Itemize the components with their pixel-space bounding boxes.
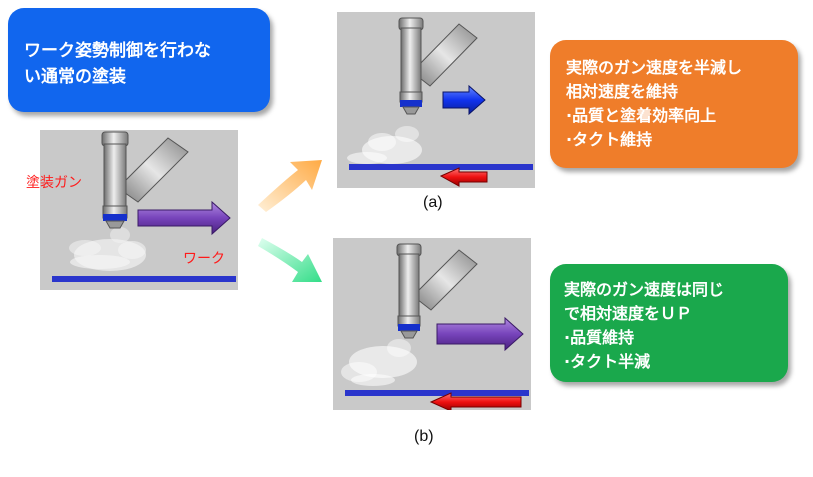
- work-motion-arrow: [429, 392, 522, 410]
- panel-b-line-3: ·品質維持: [564, 328, 635, 347]
- normal-painting-panel: [40, 130, 238, 290]
- panel-a-caption: (a): [423, 194, 443, 211]
- title-callout: ワーク姿勢制御を行わな い通常の塗装: [8, 8, 270, 112]
- workpiece-bar-icon: [345, 390, 529, 396]
- workpiece-label: ワーク: [183, 251, 225, 267]
- workpiece-bar-icon: [52, 276, 236, 282]
- flow-arrow-to-b: [258, 238, 322, 282]
- panel-a: [337, 12, 535, 188]
- panel-a-line-1: 実際のガン速度を半減し: [566, 58, 743, 77]
- panel-b-line-2: で相対速度をＵＰ: [564, 304, 693, 323]
- spray-gun-label: 塗装ガン: [26, 175, 82, 191]
- paint-mist-icon: [69, 227, 146, 271]
- work-motion-arrow: [439, 167, 488, 187]
- title-line-2: い通常の塗装: [24, 67, 126, 87]
- spray-gun-icon: [398, 17, 424, 115]
- panel-a-line-2: 相対速度を維持: [566, 82, 679, 101]
- workpiece-bar-icon: [349, 164, 533, 170]
- panel-a-line-3: ·品質と塗着効率向上: [566, 106, 717, 125]
- title-line-1: ワーク姿勢制御を行わな: [24, 41, 211, 61]
- gun-motion-arrow: [137, 200, 231, 236]
- panel-b: [333, 238, 531, 410]
- panel-b-callout: 実際のガン速度は同じ で相対速度をＵＰ ·品質維持 ·タクト半減: [550, 264, 788, 382]
- flow-arrow-to-a: [258, 160, 322, 212]
- spray-gun-icon: [396, 243, 422, 339]
- gun-motion-arrow: [442, 84, 486, 116]
- panel-b-line-1: 実際のガン速度は同じ: [564, 280, 725, 299]
- panel-a-callout: 実際のガン速度を半減し 相対速度を維持 ·品質と塗着効率向上 ·タクト維持: [550, 40, 798, 168]
- panel-b-caption: (b): [414, 428, 434, 445]
- paint-mist-icon: [341, 339, 417, 386]
- spray-gun-icon: [101, 131, 129, 229]
- panel-a-line-4: ·タクト維持: [566, 130, 653, 149]
- gun-motion-arrow: [436, 316, 524, 352]
- panel-b-line-4: ·タクト半減: [564, 352, 651, 371]
- paint-mist-icon: [347, 126, 422, 164]
